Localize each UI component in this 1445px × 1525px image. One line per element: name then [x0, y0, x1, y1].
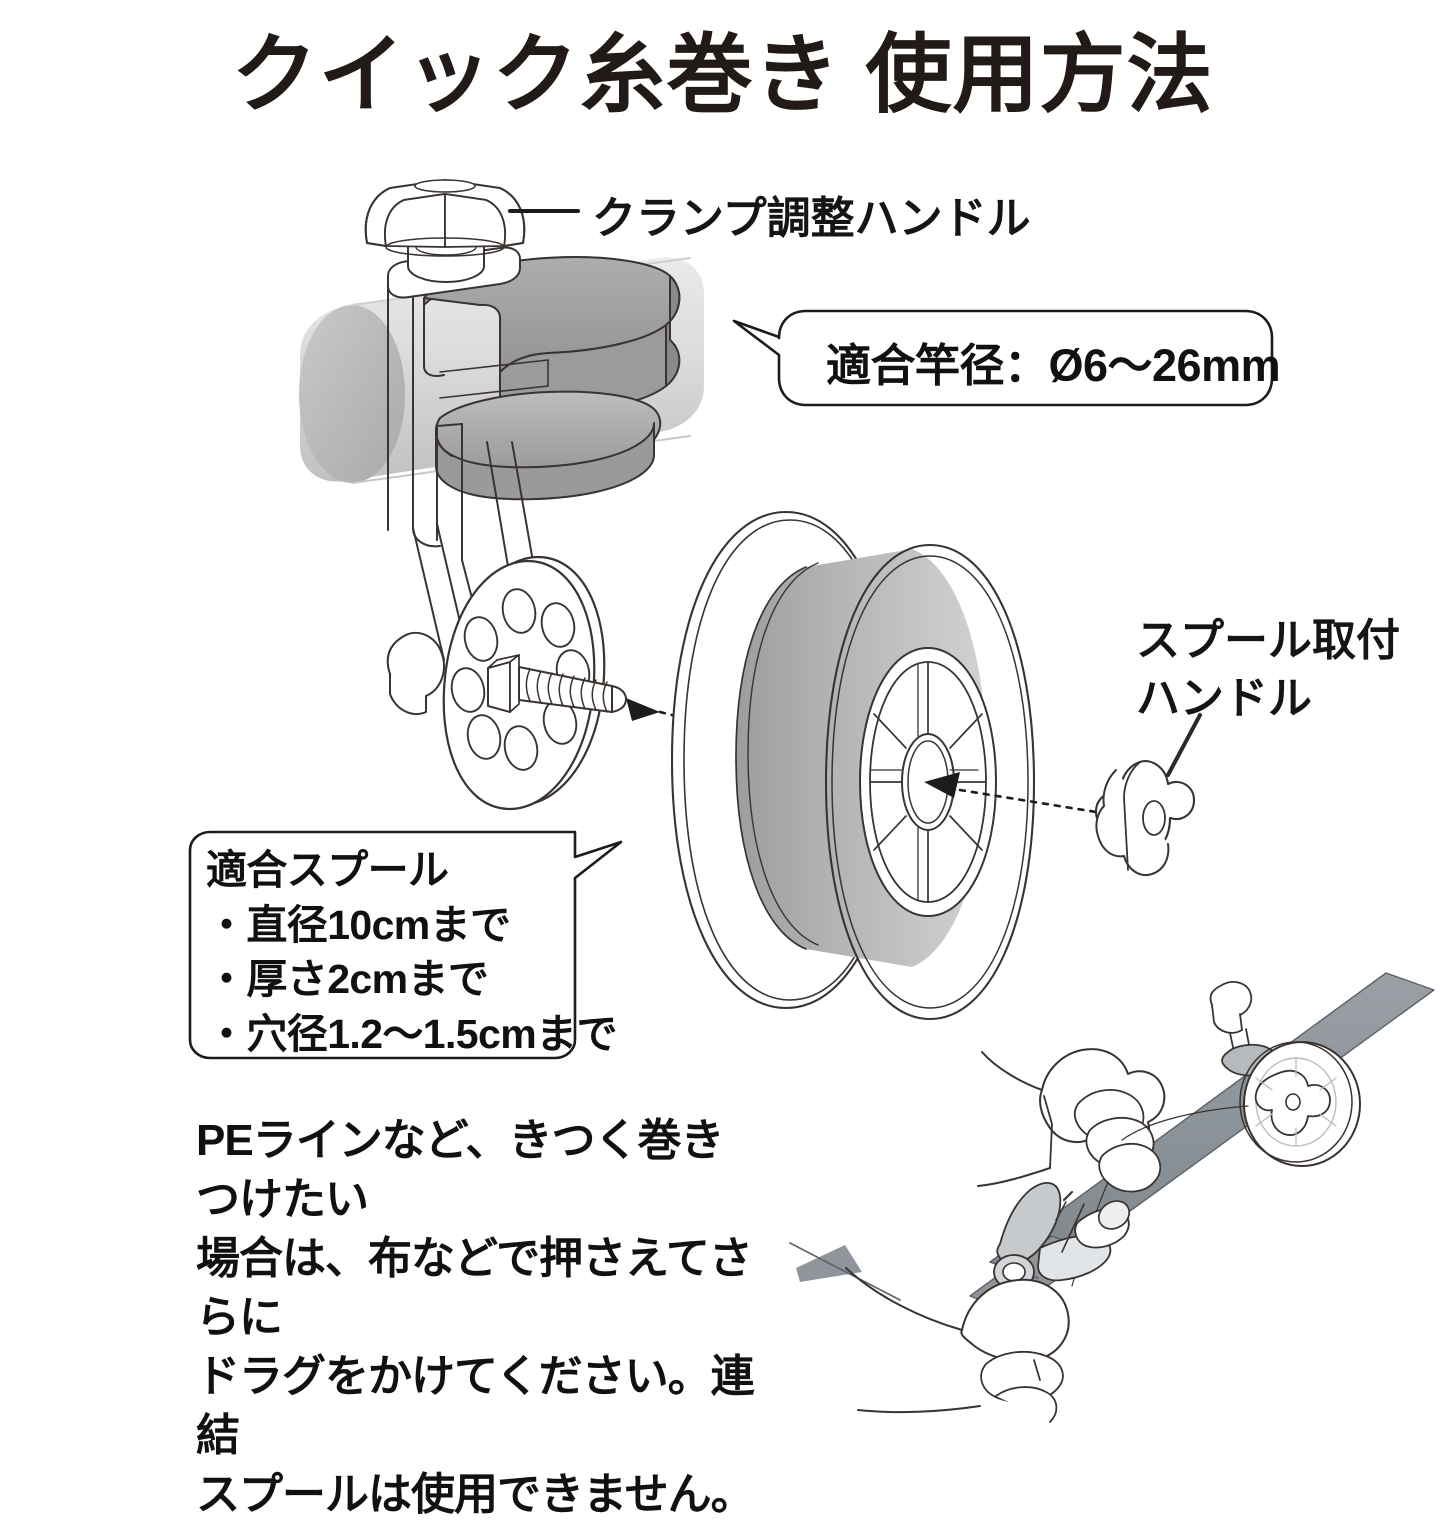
rod-diameter-callout-text: 適合竿径：Ø6〜26mm: [826, 340, 1281, 391]
spool-mount-handle-label-line2: ハンドル: [1136, 674, 1312, 724]
spool-spec-callout-text: 適合スプール ・直径10cmまで ・厚さ2cmまで ・穴径1.2〜1.5cmまで: [206, 843, 617, 1061]
threaded-shaft: [487, 654, 627, 713]
spool-spec-item-diameter: ・直径10cmまで: [206, 901, 511, 948]
spool-spec-bubble: [188, 830, 623, 1060]
page-title: クイック糸巻き 使用方法: [231, 27, 1214, 123]
spool-spec-heading: 適合スプール: [206, 847, 449, 893]
main-illustration-svg: [188, 179, 1435, 1423]
spool-mount-handle-label: スプール取付 ハンドル: [1136, 612, 1400, 728]
spool-spec-item-hole-diameter: ・穴径1.2〜1.5cmまで: [206, 1010, 617, 1057]
rod-in-hand-usage-illustration: [789, 972, 1435, 1423]
spool-mount-handle-label-line1: スプール取付: [1136, 616, 1400, 665]
clamp-adjustment-knob: [364, 179, 526, 257]
rod-diameter-bubble: [732, 309, 1274, 407]
usage-note-line-2: 場合は、布などで押さえてさらに: [196, 1233, 753, 1342]
line-spool-illustration: [670, 510, 1036, 1021]
spool-holder-disc-illustration: [386, 555, 627, 811]
clamp-assembly-illustration: [299, 179, 704, 661]
clamp-handle-label: クランプ調整ハンドル: [592, 194, 1031, 243]
clamp-lower-pad: [435, 390, 661, 501]
usage-note-line-1: PEラインなど、きつく巻きつけたい: [196, 1116, 725, 1224]
usage-note-line-4: スプールは使用できません。: [196, 1469, 755, 1519]
usage-note-text: PEラインなど、きつく巻きつけたい 場合は、布などで押さえてさらに ドラグをかけ…: [196, 1112, 756, 1525]
hand-lower: [845, 1267, 1070, 1423]
leader-lines: [508, 209, 1202, 777]
spool-mount-knob-illustration: [1094, 760, 1196, 876]
assembly-arrow-shaft: [626, 698, 702, 724]
usage-note-line-3: ドラグをかけてください。連結: [196, 1351, 755, 1460]
spinning-reel: [993, 1182, 1131, 1313]
mounted-clamp: [1209, 981, 1361, 1167]
spool-spec-item-thickness: ・厚さ2cmまで: [206, 956, 489, 1003]
assembly-arrow-knob: [924, 772, 1098, 814]
hand-upper: [977, 1048, 1166, 1193]
illustration-canvas: クイック糸巻き 使用方法 クランプ調整ハンドル スプール取付 ハンドル 適合竿径…: [188, 27, 1435, 1519]
